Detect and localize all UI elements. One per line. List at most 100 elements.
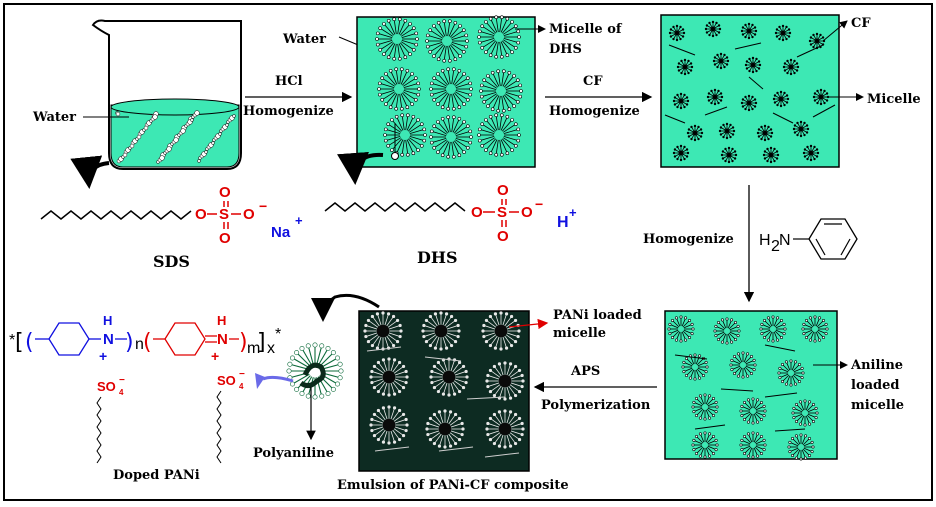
process-diagram: Water O S O O O − Na + SDS HCl Homogeniz… — [9, 14, 921, 493]
polymerization-label: Polymerization — [541, 398, 651, 413]
micelle — [740, 94, 758, 112]
box1-curved-arrow — [337, 151, 384, 185]
cf-top-label: CF — [851, 16, 871, 31]
hcl-label: HCl — [275, 74, 303, 89]
dhs-o-bottom: O — [497, 228, 509, 245]
micelle-of-label: Micelle of — [549, 22, 623, 37]
micelle — [375, 17, 419, 61]
dhs-label: DHS — [417, 248, 458, 267]
amine-plus: + — [99, 348, 107, 364]
tail-1 — [96, 396, 102, 464]
micelle — [774, 24, 792, 42]
doped-pani-label: Doped PANi — [113, 468, 200, 483]
blue-strand-head — [255, 373, 265, 389]
micelle — [485, 361, 525, 401]
micelle — [718, 122, 736, 140]
bracket-m-left: ( — [143, 330, 152, 355]
sds-label: SDS — [153, 252, 190, 271]
micelle — [706, 88, 724, 106]
sub-n: n — [135, 336, 144, 353]
aniline-2: 2 — [771, 238, 780, 255]
cf-pointer — [822, 20, 848, 42]
micelle-label: Micelle — [867, 92, 921, 107]
so4-2-sub: 4 — [239, 382, 244, 391]
micelle — [377, 67, 421, 111]
sds-o2: O — [243, 206, 255, 223]
micelle — [739, 431, 767, 459]
pani-loaded-label-2: micelle — [553, 326, 606, 341]
pani-loaded-pointer — [508, 318, 549, 330]
micelle — [777, 359, 805, 387]
micelle — [812, 88, 830, 106]
sds-s: S — [219, 206, 229, 223]
sds-na-plus: + — [295, 213, 303, 228]
so4-2: SO — [217, 373, 236, 388]
imine-h: H — [217, 313, 226, 328]
dhs-micelles — [375, 15, 523, 159]
micelle — [782, 58, 800, 76]
diagram-frame: Water O S O O O − Na + SDS HCl Homogeniz… — [3, 3, 933, 501]
micelle — [712, 52, 730, 70]
micelle — [801, 315, 829, 343]
dhs-minus: − — [535, 196, 543, 212]
micelle — [759, 315, 787, 343]
micelle — [485, 409, 525, 449]
dhs-o-top: O — [497, 182, 509, 199]
micelle — [713, 317, 741, 345]
micelle — [686, 124, 704, 142]
micelle — [429, 115, 473, 159]
micelle — [672, 144, 690, 162]
water-label-top: Water — [282, 32, 326, 47]
micelle — [429, 357, 469, 397]
aps-label: APS — [570, 364, 600, 379]
homogenize-1: Homogenize — [243, 104, 334, 119]
aniline-loaded-label-3: micelle — [851, 398, 904, 413]
pani-star-left: * — [9, 332, 15, 349]
micelle — [369, 357, 409, 397]
aniline-ring-dbl2 — [840, 238, 851, 256]
tail-2 — [216, 390, 222, 464]
micelle — [744, 56, 762, 74]
sds-o-bottom: O — [219, 230, 231, 247]
aniline-n: N — [779, 232, 791, 249]
aniline-loaded-label: Aniline — [850, 358, 903, 373]
micelle — [756, 124, 774, 142]
homogenize-3: Homogenize — [643, 232, 734, 247]
micelle — [425, 409, 465, 449]
sds-o1: O — [195, 206, 207, 223]
so4-2-sup: − — [239, 369, 245, 380]
sds-chain — [40, 210, 192, 220]
micelle — [481, 311, 521, 351]
sub-m: m — [247, 340, 260, 357]
micelle — [383, 113, 427, 157]
blue-strand — [262, 375, 294, 383]
imine-n: N — [217, 331, 228, 348]
benzenoid-ring — [48, 322, 90, 356]
micelle — [787, 433, 815, 461]
micelle — [479, 69, 523, 113]
pani-star-right: * — [275, 326, 281, 343]
imine-plus: + — [211, 348, 219, 364]
micelle — [672, 92, 690, 110]
cf-arrow-label: CF — [583, 74, 603, 89]
bracket-n-left: ( — [25, 330, 34, 355]
micelle — [704, 20, 722, 38]
micelle — [762, 146, 780, 164]
micelle-of-dhs-label: DHS — [549, 42, 582, 57]
micelle — [772, 90, 790, 108]
aniline-micelles — [667, 315, 829, 461]
micelle — [740, 22, 758, 40]
micelle — [691, 431, 719, 459]
bracket-outer-left: [ — [15, 330, 24, 355]
micelle — [691, 393, 719, 421]
dhs-o1: O — [471, 204, 483, 221]
micelle — [676, 58, 694, 76]
single-pani-micelle — [286, 342, 344, 400]
quinoid-ring — [164, 322, 206, 356]
so4-1-sub: 4 — [119, 388, 124, 397]
micelle — [286, 342, 344, 400]
water-label-beaker: Water — [32, 110, 76, 125]
micelle — [668, 24, 686, 42]
so4-1-sup: − — [119, 375, 125, 386]
sub-x: x — [267, 340, 275, 357]
